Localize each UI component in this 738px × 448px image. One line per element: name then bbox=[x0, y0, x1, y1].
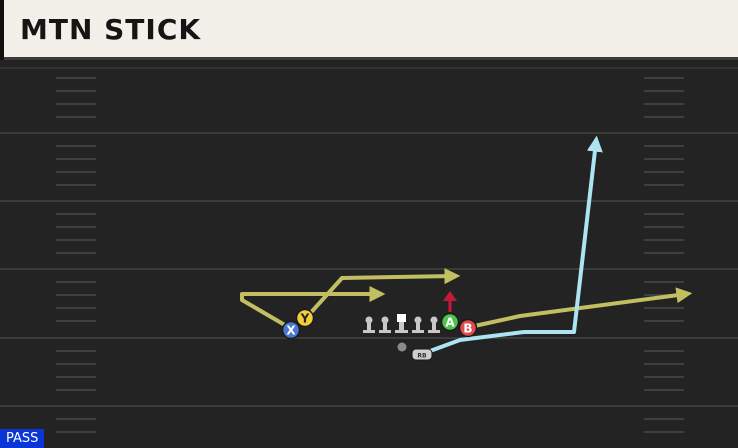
player-rb-label: RB bbox=[417, 353, 427, 360]
play-title: MTN STICK bbox=[20, 13, 202, 46]
play-type-badge: PASS bbox=[0, 429, 45, 448]
quarterback-marker-icon bbox=[397, 342, 407, 352]
offensive-line bbox=[363, 314, 440, 333]
routes bbox=[240, 135, 693, 356]
player-y-label: Y bbox=[300, 312, 310, 326]
player-x[interactable]: X bbox=[281, 320, 301, 340]
play-header: MTN STICK bbox=[0, 0, 738, 60]
hash-marks-left bbox=[56, 77, 96, 433]
player-a-label: A bbox=[445, 316, 455, 330]
yard-lines bbox=[0, 67, 738, 407]
route-b bbox=[468, 287, 693, 329]
player-b-label: B bbox=[463, 322, 472, 336]
player-b[interactable]: B bbox=[458, 318, 478, 338]
player-x-label: X bbox=[286, 324, 296, 338]
center-icon bbox=[395, 314, 408, 333]
player-rb[interactable]: RB bbox=[411, 348, 433, 361]
lineman-icon bbox=[428, 316, 440, 333]
field-diagram: X Y A B RB bbox=[0, 67, 738, 433]
block-arrow-a bbox=[443, 291, 457, 312]
player-a[interactable]: A bbox=[440, 312, 460, 332]
lineman-icon bbox=[379, 316, 391, 333]
hash-marks-right bbox=[644, 77, 684, 433]
lineman-icon bbox=[412, 316, 424, 333]
route-y bbox=[304, 268, 461, 320]
lineman-icon bbox=[363, 316, 375, 333]
route-rb bbox=[420, 135, 603, 356]
player-y[interactable]: Y bbox=[295, 308, 315, 328]
route-x bbox=[240, 286, 386, 330]
